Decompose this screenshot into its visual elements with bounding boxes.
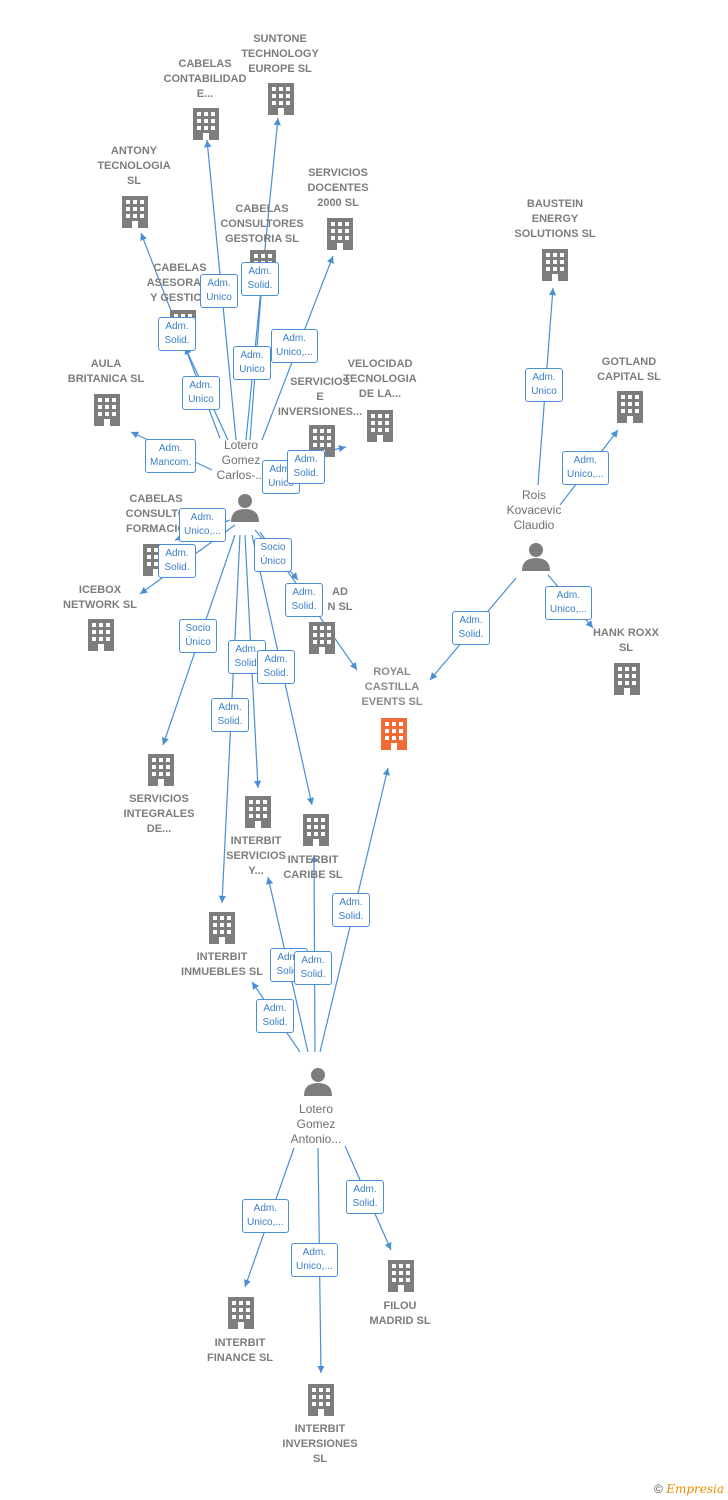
building-icon: [209, 912, 235, 944]
edge-label[interactable]: Adm. Solid.: [256, 999, 294, 1033]
building-icon: [327, 218, 353, 250]
building-icon: [228, 1297, 254, 1329]
person-icon: [304, 1068, 332, 1096]
company-label[interactable]: CABELAS ASESORAMI Y GESTION: [146, 262, 214, 304]
company-label[interactable]: AULA BRITANICA SL: [67, 358, 145, 385]
company-label[interactable]: FILOU MADRID SL: [369, 1300, 431, 1327]
edge-label[interactable]: Adm. Mancom.: [145, 439, 197, 473]
edge-label[interactable]: Adm. Solid.: [158, 317, 196, 351]
building-icon: [122, 196, 148, 228]
edge-label[interactable]: Adm. Solid.: [452, 611, 490, 645]
company-label[interactable]: SERVICIOS DOCENTES 2000 SL: [307, 167, 369, 209]
company-label[interactable]: BAUSTEIN ENERGY SOLUTIONS SL: [514, 198, 596, 240]
company-label[interactable]: AD N SL: [327, 586, 353, 613]
company-label[interactable]: INTERBIT INVERSIONES SL: [282, 1423, 358, 1465]
edge-label[interactable]: Adm. Solid.: [294, 951, 332, 985]
company-label[interactable]: CABELAS CONSULTO FORMACIO: [125, 493, 187, 535]
highlight-company-icon: [381, 718, 407, 750]
building-icon: [308, 1384, 334, 1416]
edge-label[interactable]: Adm. Solid.: [287, 450, 325, 484]
footer-brand[interactable]: © Empresia: [654, 1482, 724, 1496]
edge-label[interactable]: Adm. Unico: [182, 376, 220, 410]
person-icon: [231, 494, 259, 522]
edge-label[interactable]: Socio Único: [179, 619, 217, 653]
company-label[interactable]: GOTLAND CAPITAL SL: [597, 356, 661, 383]
building-icon: [617, 391, 643, 423]
edge-label[interactable]: Socio Único: [254, 538, 292, 572]
company-label[interactable]: INTERBIT INMUEBLES SL: [181, 951, 263, 978]
company-label[interactable]: VELOCIDAD TECNOLOGIA DE LA...: [343, 358, 417, 400]
edge-label[interactable]: Adm. Unico,...: [271, 329, 318, 363]
edge-label[interactable]: Adm. Solid.: [346, 1180, 384, 1214]
building-icon: [88, 619, 114, 651]
edge-label[interactable]: Adm. Unico,...: [242, 1199, 289, 1233]
company-label[interactable]: ANTONY TECNOLOGIA SL: [97, 145, 171, 187]
edge-label[interactable]: Adm. Unico,...: [562, 451, 609, 485]
brand-logo: Empresia: [666, 1482, 724, 1496]
company-label[interactable]: SERVICIOS E INVERSIONES...: [277, 376, 363, 418]
building-icon: [245, 796, 271, 828]
company-label[interactable]: HANK ROXX SL: [592, 627, 659, 654]
company-label[interactable]: ICEBOX NETWORK SL: [63, 584, 137, 611]
edge-label[interactable]: Adm. Solid.: [211, 698, 249, 732]
edge-label[interactable]: Adm. Solid.: [285, 583, 323, 617]
company-label[interactable]: SERVICIOS INTEGRALES DE...: [123, 793, 195, 835]
company-label[interactable]: CABELAS CONSULTORES GESTORIA SL: [220, 203, 304, 245]
edge-label[interactable]: Adm. Solid.: [332, 893, 370, 927]
company-label[interactable]: INTERBIT CARIBE SL: [283, 854, 343, 881]
person-label[interactable]: Rois Kovacevic Claudio: [506, 488, 562, 532]
building-icon: [148, 754, 174, 786]
copyright-symbol: ©: [654, 1482, 663, 1496]
edge-label[interactable]: Adm. Unico: [233, 346, 271, 380]
building-icon: [94, 394, 120, 426]
company-label[interactable]: INTERBIT SERVICIOS Y...: [226, 835, 286, 877]
company-label-royal[interactable]: ROYAL CASTILLA EVENTS SL: [361, 666, 423, 708]
edge-label[interactable]: Adm. Solid.: [158, 544, 196, 578]
person-icon: [522, 543, 550, 571]
edge-label[interactable]: Adm. Solid.: [257, 650, 295, 684]
building-icon: [309, 622, 335, 654]
edge-label[interactable]: Adm. Unico: [525, 368, 563, 402]
building-icon: [542, 249, 568, 281]
company-label[interactable]: CABELAS CONTABILIDAD E...: [163, 58, 247, 100]
building-icon: [268, 83, 294, 115]
edge-label[interactable]: Adm. Unico,...: [291, 1243, 338, 1277]
building-icon: [388, 1260, 414, 1292]
building-icon: [193, 108, 219, 140]
person-label[interactable]: Lotero Gomez Antonio...: [290, 1102, 342, 1146]
edge-label[interactable]: Adm. Unico,...: [545, 586, 592, 620]
edge-label[interactable]: Adm. Unico: [200, 274, 238, 308]
building-icon: [614, 663, 640, 695]
edge-label[interactable]: Adm. Solid.: [241, 262, 279, 296]
company-label[interactable]: INTERBIT FINANCE SL: [207, 1337, 273, 1364]
company-label[interactable]: SUNTONE TECHNOLOGY EUROPE SL: [241, 33, 319, 75]
building-icon: [381, 718, 407, 750]
person-label[interactable]: Lotero Gomez Carlos-...: [216, 438, 266, 482]
edge-label[interactable]: Adm. Unico,...: [179, 508, 226, 542]
